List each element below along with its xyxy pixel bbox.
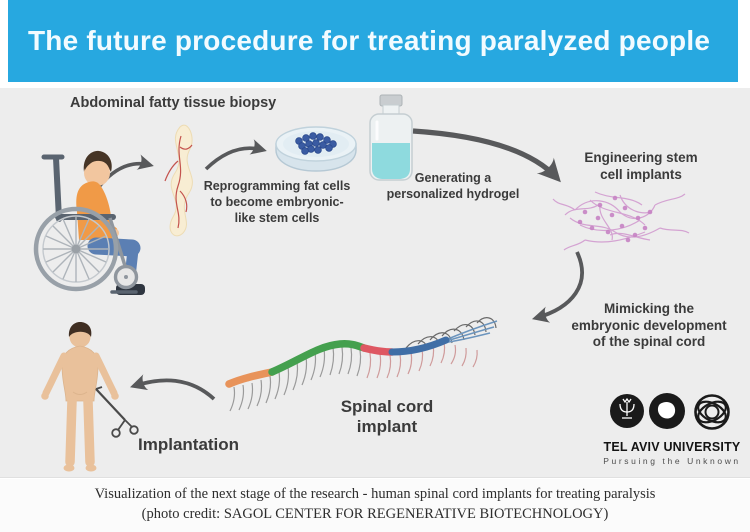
engineering-line1: Engineering stem	[584, 150, 698, 165]
reprogramming-line3: like stem cells	[234, 211, 320, 225]
mimicking-label: Mimicking the embryonic development of t…	[554, 301, 744, 351]
hydrogel-label: Generating a personalized hydrogel	[373, 170, 533, 202]
hydrogel-line1: Generating a	[414, 171, 492, 185]
photo-caption: Visualization of the next stage of the r…	[0, 479, 750, 532]
caption-line2: (photo credit: SAGOL CENTER FOR REGENERA…	[141, 506, 609, 522]
spinal-implant-label: Spinal cord implant	[317, 397, 457, 437]
reprogramming-line1: Reprogramming fat cells	[203, 179, 351, 193]
spinal-implant-line1: Spinal cord	[340, 397, 434, 416]
hydrogel-line2: personalized hydrogel	[386, 187, 520, 201]
implantation-label: Implantation	[138, 435, 240, 454]
engineering-label: Engineering stem cell implants	[561, 149, 721, 183]
tau-logo-name: TEL AVIV UNIVERSITY	[603, 440, 741, 454]
header-banner: The future procedure for treating paraly…	[8, 0, 738, 82]
reprogramming-line2: to become embryonic-	[210, 195, 344, 209]
tau-logo-tagline: Pursuing the Unknown	[603, 456, 741, 466]
mimicking-line3: of the spinal cord	[592, 334, 706, 349]
page-title: The future procedure for treating paraly…	[28, 25, 711, 56]
reprogramming-label: Reprogramming fat cells to become embryo…	[187, 178, 367, 226]
caption-line1: Visualization of the next stage of the r…	[94, 486, 656, 502]
engineering-line2: cell implants	[600, 167, 682, 182]
spinal-implant-line2: implant	[356, 417, 418, 436]
biopsy-label: Abdominal fatty tissue biopsy	[70, 95, 277, 111]
mimicking-line2: embryonic development	[571, 317, 727, 333]
mimicking-line1: Mimicking the	[603, 301, 694, 316]
